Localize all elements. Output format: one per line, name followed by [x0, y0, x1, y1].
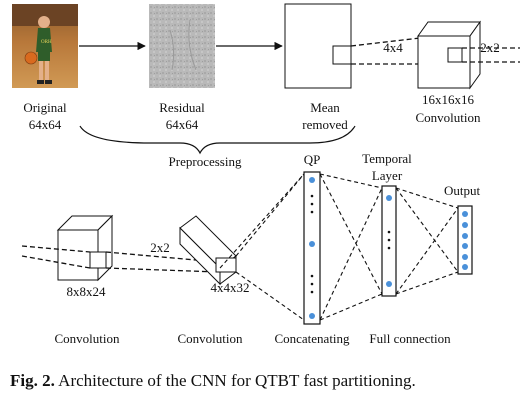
temporal-neurons: [386, 195, 392, 287]
residual-label-2: 64x64: [166, 117, 199, 132]
residual-label-1: Residual: [159, 100, 205, 115]
pool-2x2-label-top: 2x2: [480, 40, 500, 55]
caption-text: Architecture of the CNN for QTBT fast pa…: [55, 371, 416, 390]
cube-8-label: 8x8x24: [67, 284, 107, 299]
mean-removed-image: [284, 3, 352, 89]
conv2-cube: [56, 214, 114, 282]
temporal-label-2: Layer: [372, 168, 403, 183]
svg-text:ORH: ORH: [41, 40, 52, 45]
qp-label: QP: [304, 152, 321, 167]
conv2-label: Convolution: [54, 331, 120, 346]
cube-16-label: 16x16x16: [422, 92, 475, 107]
caption-prefix: Fig. 2.: [10, 371, 55, 390]
kernel-4x4-projection: [350, 37, 421, 65]
output-label: Output: [444, 183, 481, 198]
output-neurons: [462, 211, 468, 270]
original-label-1: Original: [23, 100, 67, 115]
conv3-label: Convolution: [177, 331, 243, 346]
mean-label-1: Mean: [310, 100, 340, 115]
cube-4-label: 4x4x32: [211, 280, 250, 295]
preprocessing-label: Preprocessing: [169, 154, 242, 169]
layer-connections: [219, 173, 459, 321]
kernel-4x4-label: 4x4: [383, 40, 403, 55]
figure-caption: Fig. 2. Architecture of the CNN for QTBT…: [10, 371, 416, 390]
conv1-cube: [417, 20, 481, 90]
input-projection-to-conv2: [21, 245, 91, 269]
pool-2x2-projection-bottom: [105, 251, 219, 273]
output-layer: [457, 205, 473, 275]
mean-label-2: removed: [302, 117, 348, 132]
temporal-label-1: Temporal: [362, 151, 412, 166]
pool-2x2-label-bottom: 2x2: [150, 240, 170, 255]
full-connection-label: Full connection: [369, 331, 451, 346]
original-image: ORH: [12, 4, 78, 88]
conv1-label: Convolution: [415, 110, 481, 125]
conv3-cuboid: [179, 215, 237, 286]
residual-image: [149, 4, 215, 88]
pool-2x2-projection-top: [462, 47, 520, 63]
concatenating-label: Concatenating: [274, 331, 350, 346]
concat-neurons: [309, 177, 315, 319]
original-label-2: 64x64: [29, 117, 62, 132]
concat-layer: [303, 171, 321, 325]
preprocessing-brace: [79, 125, 356, 155]
